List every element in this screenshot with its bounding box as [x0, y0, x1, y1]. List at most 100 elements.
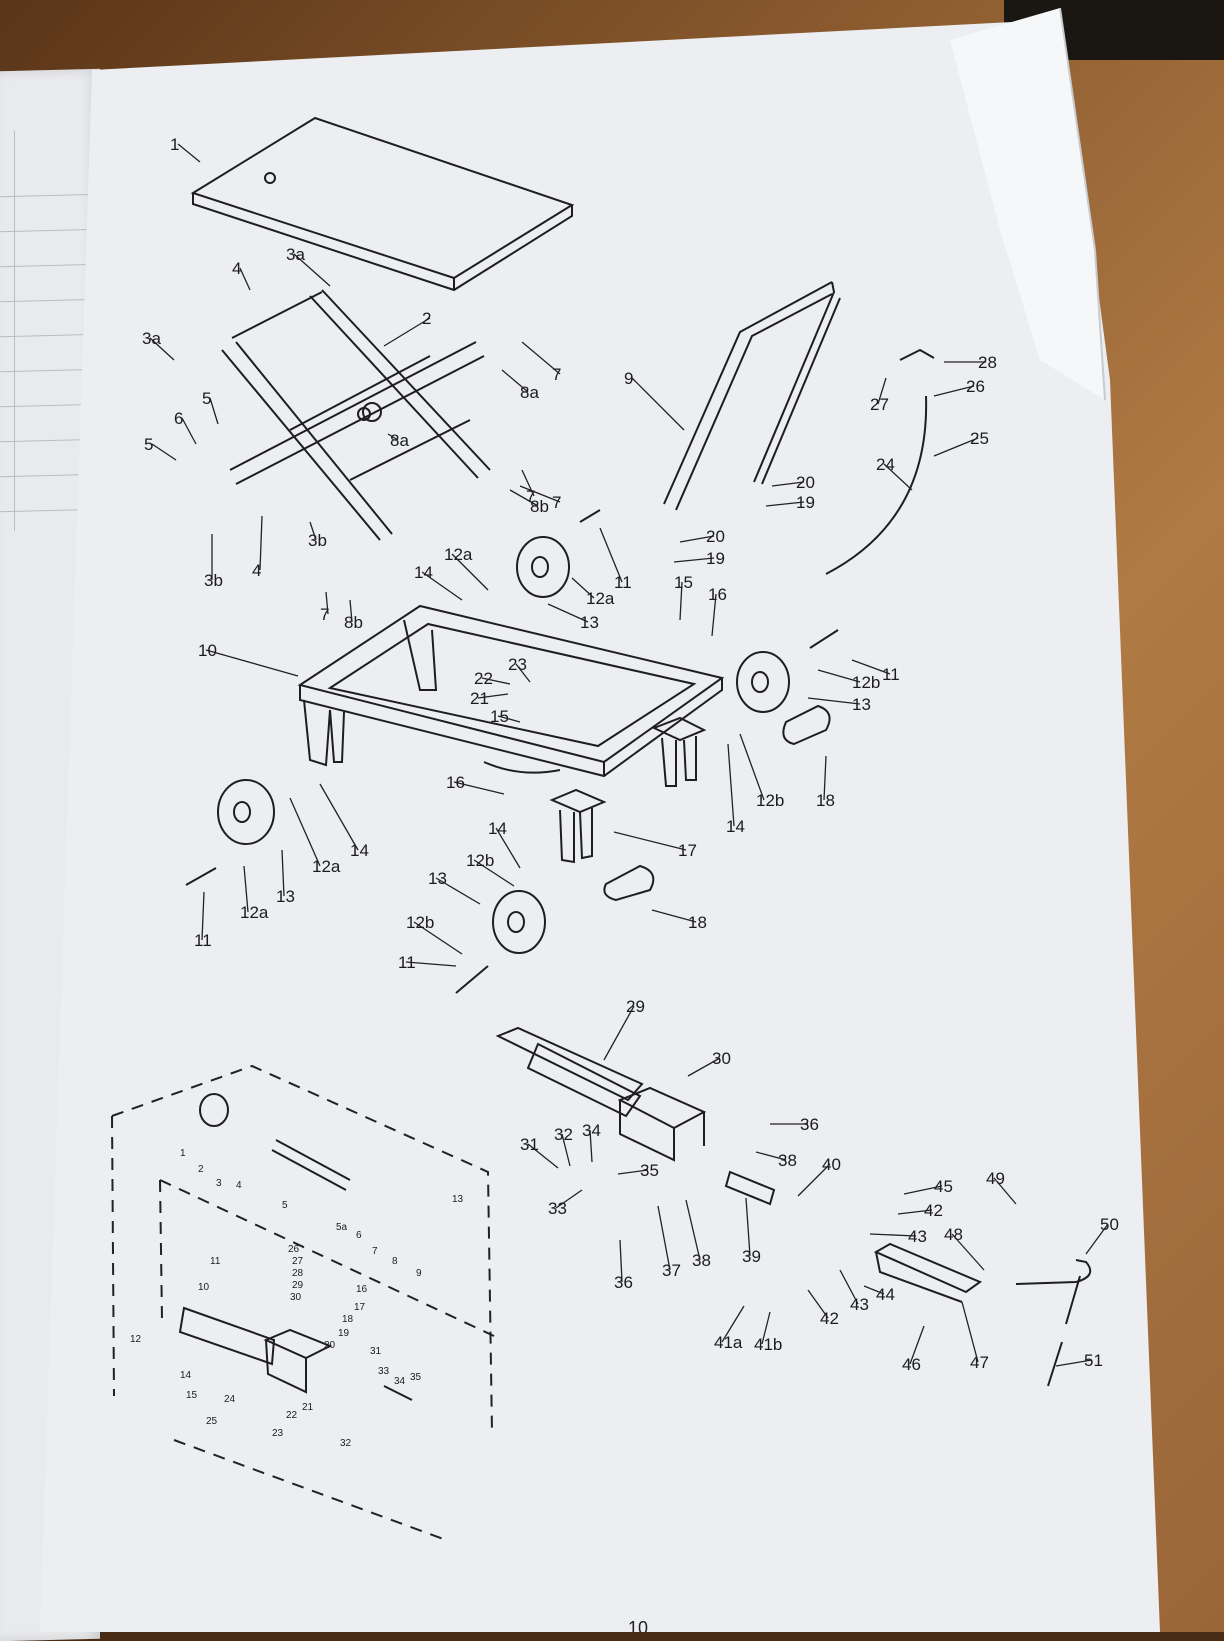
- callout-c26: 26: [966, 377, 985, 396]
- callout-c23: 23: [508, 655, 527, 674]
- leader-c12a_c: [289, 797, 321, 867]
- inset-callout-i21: 21: [302, 1402, 314, 1413]
- leader-c26: [933, 385, 975, 397]
- callout-c32: 32: [554, 1125, 573, 1144]
- callout-c12a_a: 12a: [444, 545, 473, 564]
- callout-c19_a: 19: [796, 493, 815, 512]
- leader-c11_b: [851, 659, 891, 675]
- callout-c39: 39: [742, 1247, 761, 1266]
- leader-c49: [993, 1177, 1017, 1205]
- callout-c3b_b: 3b: [204, 571, 223, 590]
- leader-c43_b: [839, 1269, 859, 1305]
- callout-c37: 37: [662, 1261, 681, 1280]
- pump-linkage: [873, 1242, 1092, 1387]
- callout-c36_a: 36: [800, 1115, 819, 1134]
- callout-c17: 17: [678, 841, 697, 860]
- callout-c18_b: 18: [688, 913, 707, 932]
- inset-callout-i11: 11: [210, 1256, 221, 1267]
- release-cable: [825, 348, 935, 575]
- leader-c41b: [761, 1311, 771, 1345]
- leader-c30: [687, 1057, 721, 1077]
- leader-c39: [745, 1197, 751, 1257]
- callout-c13_a: 13: [580, 613, 599, 632]
- leader-c3a_left: [149, 337, 175, 361]
- inset-callout-i22: 22: [286, 1410, 298, 1421]
- inset-callout-i16: 16: [356, 1284, 368, 1295]
- callout-c25: 25: [970, 429, 989, 448]
- leader-c6: [181, 417, 197, 445]
- leader-c12b_d: [413, 921, 463, 955]
- callout-c51: 51: [1084, 1351, 1103, 1370]
- callout-c35: 35: [640, 1161, 659, 1180]
- callout-c8a_a: 8a: [520, 383, 539, 402]
- leader-c13_c: [435, 877, 481, 905]
- inset-callout-i26: 26: [288, 1244, 300, 1255]
- leader-c7_b: [521, 469, 535, 497]
- leader-c35: [617, 1169, 649, 1175]
- leader-c22: [481, 677, 511, 685]
- inset-callout-i7: 7: [372, 1246, 378, 1257]
- callout-c41b: 41b: [754, 1335, 782, 1354]
- callout-c45: 45: [934, 1177, 953, 1196]
- inset-callout-i35: 35: [410, 1372, 422, 1383]
- inset-callout-i18: 18: [342, 1314, 354, 1325]
- wheels: [217, 536, 790, 954]
- leader-c47: [961, 1301, 979, 1363]
- callout-c40: 40: [822, 1155, 841, 1174]
- callout-c6: 6: [174, 409, 183, 428]
- callout-c4_b: 4: [252, 561, 261, 580]
- callout-c48: 48: [944, 1225, 963, 1244]
- inset-callout-i30: 30: [290, 1292, 302, 1303]
- callout-c12a_d: 12a: [240, 903, 269, 922]
- inset-callout-i27: 27: [292, 1256, 304, 1267]
- leader-c36_b: [619, 1239, 623, 1283]
- callout-c2: 2: [422, 309, 431, 328]
- inset-callout-i6: 6: [356, 1230, 362, 1241]
- leader-c42_a: [897, 1209, 933, 1215]
- leader-lines: [149, 143, 1109, 1367]
- leader-c11_a: [599, 527, 623, 583]
- callout-c27: 27: [870, 395, 889, 414]
- leader-c24: [883, 463, 913, 491]
- leader-c5_b: [151, 443, 177, 461]
- leader-c16_a: [711, 593, 717, 637]
- callout-c38_a: 38: [778, 1151, 797, 1170]
- leader-c10: [205, 649, 299, 677]
- callout-c46: 46: [902, 1355, 921, 1374]
- callout-c36_b: 36: [614, 1273, 633, 1292]
- inset-callout-i20: 20: [324, 1340, 336, 1351]
- frame-base: [297, 604, 725, 778]
- leader-c13_d: [281, 849, 285, 897]
- leader-c9: [631, 377, 685, 431]
- inset-callout-i4: 4: [236, 1180, 242, 1191]
- leader-c15_b: [497, 715, 521, 723]
- axles-bolts: [185, 509, 839, 994]
- leader-c2: [383, 317, 431, 347]
- callout-c8b_b: 8b: [344, 613, 363, 632]
- leader-c3b_a: [309, 521, 317, 541]
- caster-brackets: [549, 704, 831, 902]
- callout-c12b_b: 12b: [756, 791, 784, 810]
- paper-sheet: [40, 20, 1160, 1632]
- leader-c38_b: [685, 1199, 701, 1261]
- leader-c20_a: [771, 481, 805, 487]
- callout-c13_d: 13: [276, 887, 295, 906]
- callout-c38_b: 38: [692, 1251, 711, 1270]
- push-handle: [663, 281, 841, 511]
- leader-c7_a: [521, 341, 561, 375]
- callout-c14_b: 14: [726, 817, 745, 836]
- leader-c48: [951, 1233, 985, 1271]
- scissor-arms: [221, 289, 491, 541]
- leader-c41a: [721, 1305, 745, 1343]
- leader-c5_a: [209, 397, 219, 425]
- leader-c4_top: [239, 267, 251, 291]
- inset-callout-i29: 29: [292, 1280, 304, 1291]
- leader-c43_a: [869, 1233, 917, 1237]
- leader-c18_b: [651, 909, 697, 923]
- callout-c7_d: 7: [552, 493, 561, 512]
- callout-c29: 29: [626, 997, 645, 1016]
- leader-c3a_top: [293, 253, 331, 287]
- inset-callout-i15: 15: [186, 1390, 198, 1401]
- leader-c14_d: [319, 783, 359, 851]
